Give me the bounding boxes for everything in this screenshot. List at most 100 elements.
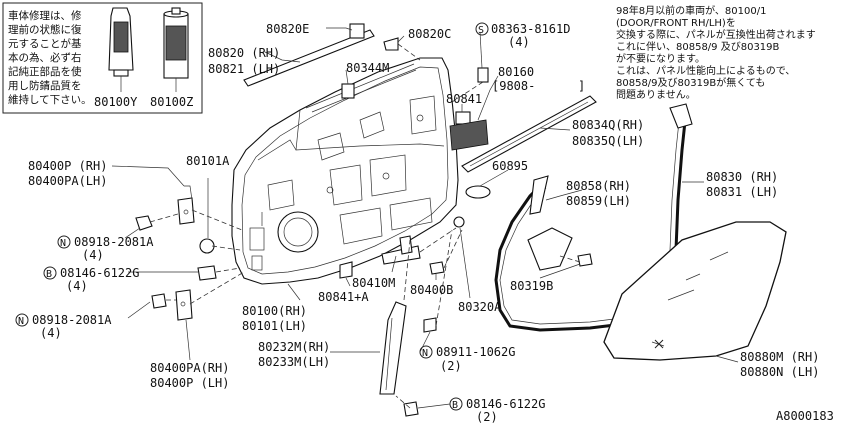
symbol-b-circle xyxy=(43,266,57,280)
callout-80233m-lh: 80233M(LH) xyxy=(258,355,330,369)
symbol-b: B xyxy=(452,400,458,411)
note-line: 80858/9及び80319Bが無くても xyxy=(616,76,765,89)
bolt-08146-upper xyxy=(197,265,217,281)
callout-80821-lh: 80821 (LH) xyxy=(208,62,280,76)
callout-08918-2081a-lower: 08918-2081A xyxy=(32,313,112,327)
clip-80319b xyxy=(577,253,593,267)
callout-08363-8161d: 08363-8161D xyxy=(491,22,570,36)
inset-line: 用し防錆品質を xyxy=(8,79,82,92)
callout-80320a: 80320A xyxy=(458,300,502,314)
glass-guide-rail-80232m xyxy=(379,301,407,395)
inset-line: 維持して下さい。 xyxy=(8,93,92,106)
callout-80834q-rh: 80834Q(RH) xyxy=(572,118,644,132)
bracket-80344m xyxy=(341,83,355,99)
clip-80820c xyxy=(383,37,399,51)
callout-80400pa-rh: 80400PA(RH) xyxy=(150,361,229,375)
symbol-n: N xyxy=(60,238,66,249)
plug-80101a xyxy=(199,238,215,254)
compatibility-note: 98年8月以前の車両が、80100/1 (DOOR/FRONT RH/LH)を … xyxy=(616,4,816,101)
callout-08918-qty-upper: (4) xyxy=(82,248,104,262)
symbol-s-circle xyxy=(475,22,489,36)
symbol-n-circle xyxy=(57,235,71,249)
weatherstrip-80834q xyxy=(461,95,597,173)
note-line: (DOOR/FRONT RH/LH)を xyxy=(616,17,736,29)
callout-80400b: 80400B xyxy=(410,283,453,297)
symbol-n-circle xyxy=(15,313,29,327)
callout-08146-qty-lower: (2) xyxy=(476,410,498,424)
symbol-n: N xyxy=(422,348,428,359)
inset-line: 本の為、必ず右 xyxy=(8,51,82,64)
part-number-80100y: 80100Y xyxy=(94,95,138,109)
note-line: 交換する際に、パネルが互換性出荷されます xyxy=(616,28,816,41)
callout-80841: 80841 xyxy=(446,92,482,106)
callout-80841a: 80841+A xyxy=(318,290,369,304)
callout-80835q-lh: 80835Q(LH) xyxy=(572,134,644,148)
sealing-screen-80858 xyxy=(527,175,573,271)
part-callouts: 80820E 80820C 80820 (RH) 80821 (LH) 8034… xyxy=(15,22,834,424)
front-door-shell xyxy=(231,57,459,285)
symbol-s: S xyxy=(478,25,484,36)
nut-08918-lower xyxy=(151,293,167,309)
bolt-80400b xyxy=(429,261,445,275)
note-line: 問題ありません。 xyxy=(616,89,696,101)
symbol-b: B xyxy=(46,269,52,280)
callout-08146-6122g-upper: 08146-6122G xyxy=(60,266,139,280)
callout-80880n-lh: 80880N (LH) xyxy=(740,365,819,379)
callout-08363-qty: (4) xyxy=(508,35,530,49)
callout-08911-qty: (2) xyxy=(440,359,462,373)
bolt-08363 xyxy=(477,67,489,83)
callout-9808: [9808- xyxy=(492,79,535,93)
nut-08918-upper xyxy=(135,215,153,231)
note-line: これに伴い、80858/9 及び80319B xyxy=(616,40,780,53)
inset-line: 車体修理は、修 xyxy=(8,9,82,22)
callout-80820-rh: 80820 (RH) xyxy=(208,46,280,60)
symbol-b-circle xyxy=(449,397,463,411)
callout-08146-6122g-lower: 08146-6122G xyxy=(466,397,545,411)
repair-note-inset: 車体修理は、修 理前の状態に復 元することが基 本の為、必ず右 記純正部品を使 … xyxy=(2,2,203,114)
seal-80841 xyxy=(455,111,471,125)
callout-80831-lh: 80831 (LH) xyxy=(706,185,778,199)
clip-80820e xyxy=(349,23,365,39)
leader-lines xyxy=(111,27,739,409)
inset-frame xyxy=(2,2,203,114)
callout-08918-2081a-upper: 08918-2081A xyxy=(74,235,154,249)
seal-80841a xyxy=(339,261,353,279)
hinge-upper-80400p xyxy=(177,185,195,225)
bolt-80320a xyxy=(453,216,465,228)
callout-80400p-rh: 80400P (RH) xyxy=(28,159,107,173)
callout-80820c: 80820C xyxy=(408,27,451,41)
note-line: が不要になります。 xyxy=(616,52,705,65)
callout-80101a: 80101A xyxy=(186,154,230,168)
note-line: これは、パネル性能向上によるもので、 xyxy=(616,64,795,77)
callout-80101-lh: 80101(LH) xyxy=(242,319,307,333)
callout-08146-qty-upper: (4) xyxy=(66,279,88,293)
bolt-08911 xyxy=(423,317,437,333)
callout-9808-end: ] xyxy=(578,79,585,93)
inset-line: 記純正部品を使 xyxy=(8,65,82,78)
callout-80400p-lh: 80400P (LH) xyxy=(150,376,229,390)
seal-80160 xyxy=(449,119,489,151)
hinge-lower-80400pa xyxy=(175,289,193,321)
inset-line: 元することが基 xyxy=(8,37,82,50)
callout-80820e: 80820E xyxy=(266,22,309,36)
callout-80858-rh: 80858(RH) xyxy=(566,179,631,193)
callout-08911-1062g: 08911-1062G xyxy=(436,345,515,359)
inset-line: 理前の状態に復 xyxy=(8,23,82,36)
sealant-tube-illustration xyxy=(108,7,134,92)
spray-can-illustration xyxy=(163,7,189,92)
callout-08918-qty-lower: (4) xyxy=(40,326,62,340)
cap-60895 xyxy=(465,185,491,199)
callout-80160: 80160 xyxy=(498,65,534,79)
symbol-n-circle xyxy=(419,345,433,359)
door-moulding-80820 xyxy=(243,29,375,87)
callout-80400pa-lh: 80400PA(LH) xyxy=(28,174,107,188)
callout-80859-lh: 80859(LH) xyxy=(566,194,631,208)
part-number-80100z: 80100Z xyxy=(150,95,193,109)
callout-80100-rh: 80100(RH) xyxy=(242,304,307,318)
door-glass-80880m xyxy=(603,221,787,361)
callout-80830-rh: 80830 (RH) xyxy=(706,170,778,184)
callout-80232m-rh: 80232M(RH) xyxy=(258,340,330,354)
callout-80319b: 80319B xyxy=(510,279,553,293)
